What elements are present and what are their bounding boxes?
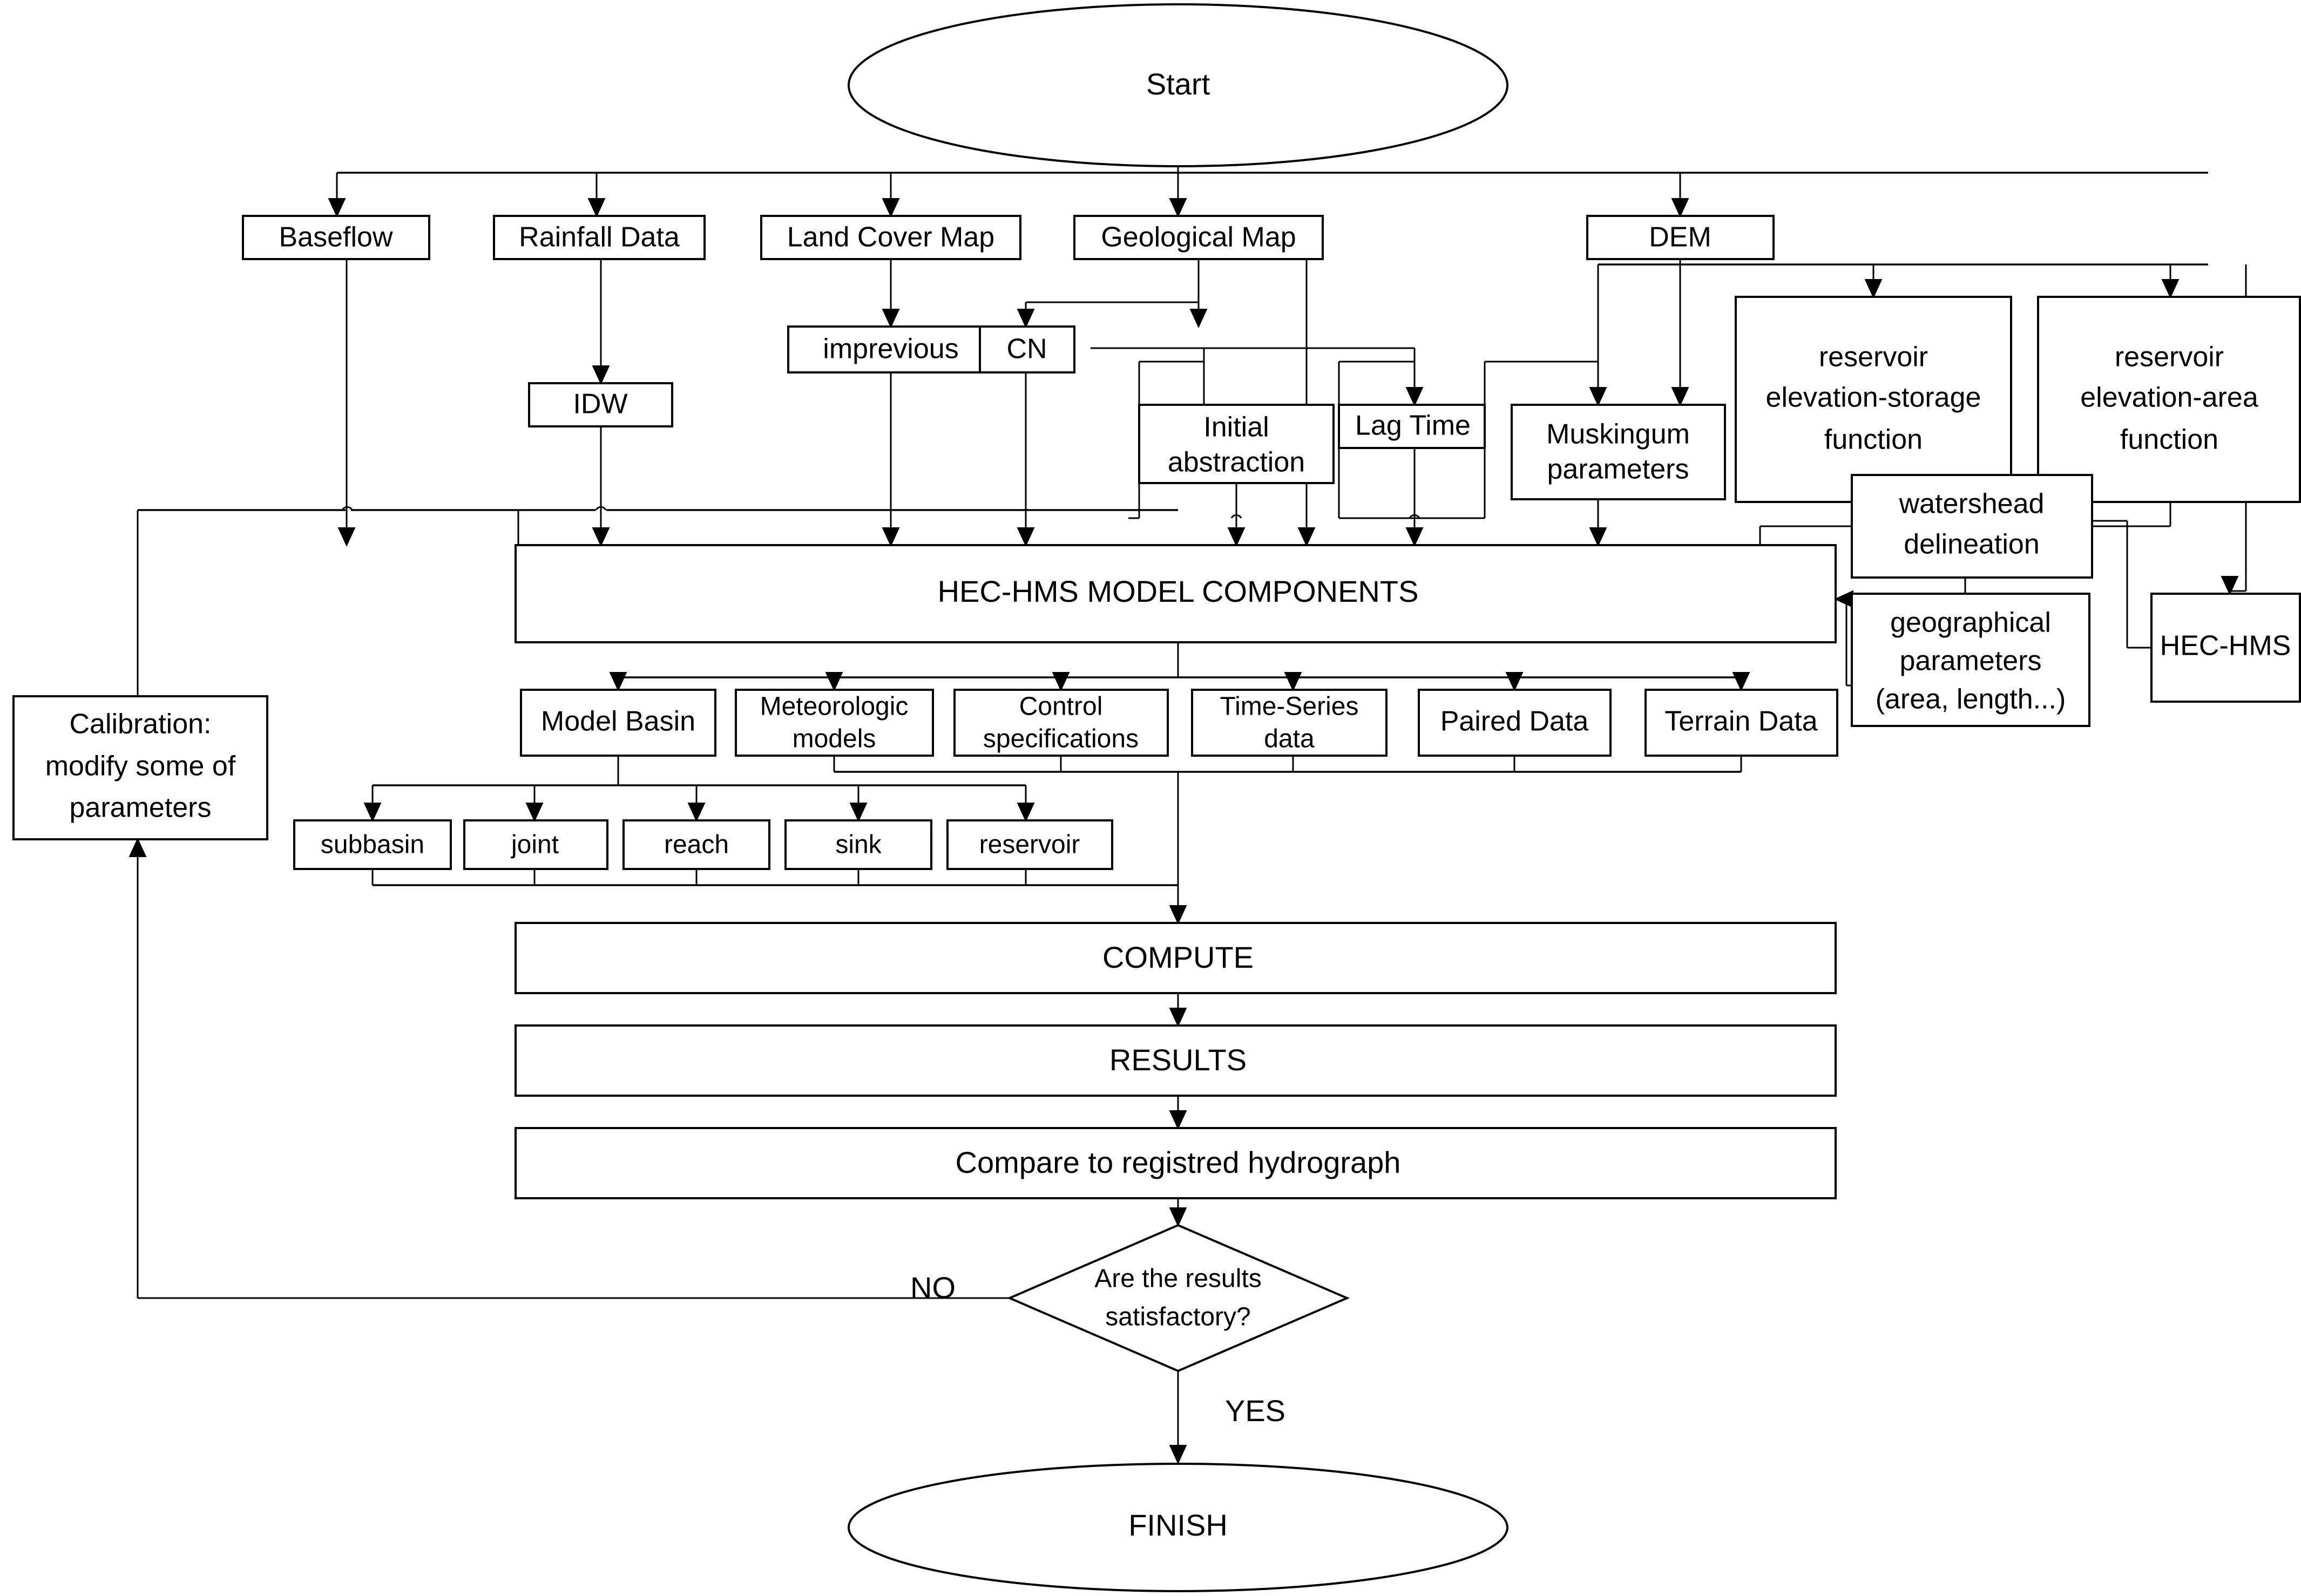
dem-label: DEM: [1649, 222, 1711, 253]
baseflow-label: Baseflow: [279, 222, 393, 253]
reservoir-elev-area-line1: reservoir: [2115, 342, 2224, 373]
decision-line1: Are the results: [1094, 1265, 1261, 1293]
muskingum-label-line1: Muskingum: [1546, 419, 1690, 450]
calibration-line2: modify some of: [45, 751, 236, 782]
time-series-data-line2: data: [1264, 725, 1315, 753]
node-compute: [515, 922, 1837, 994]
paired-data-label: Paired Data: [1440, 706, 1589, 737]
model-basin-label: Model Basin: [541, 706, 695, 737]
initial-abstraction-label-line2: abstraction: [1168, 447, 1305, 478]
node-compare-hydrograph: [515, 1127, 1837, 1199]
geographical-parameters-line2: parameters: [1900, 646, 2042, 677]
node-results: [515, 1024, 1837, 1097]
edge-label-no: NO: [910, 1271, 956, 1305]
node-initial-abstraction: [1138, 404, 1335, 484]
node-geological-map: [1073, 215, 1324, 260]
node-reservoir: [946, 819, 1113, 870]
reservoir-elev-area-line3: function: [2120, 424, 2218, 456]
reservoir-elev-storage-line2: elevation-storage: [1766, 382, 1981, 413]
node-calibration: [12, 695, 268, 840]
hec-hms-model-components-label: HEC-HMS MODEL COMPONENTS: [938, 574, 1419, 608]
rainfall-data-label: Rainfall Data: [519, 222, 680, 253]
joint-label: joint: [510, 831, 559, 859]
compare-hydrograph-label: Compare to registred hydrograph: [956, 1145, 1401, 1179]
lag-time-label: Lag Time: [1355, 410, 1471, 442]
initial-abstraction-label-line1: Initial: [1203, 412, 1269, 443]
node-idw: [528, 382, 673, 427]
node-dem: [1586, 215, 1775, 260]
reservoir-elev-area-line2: elevation-area: [2080, 382, 2258, 413]
hec-hms-label: HEC-HMS: [2160, 630, 2291, 662]
node-model-basin: [520, 689, 716, 757]
idw-label: IDW: [573, 389, 627, 420]
node-hec-hms: [2150, 593, 2301, 703]
node-muskingum-parameters: [1511, 404, 1726, 500]
node-meteorologic-models: [735, 689, 934, 757]
node-hec-hms-model-components: [515, 544, 1837, 643]
node-sink: [784, 819, 932, 870]
reservoir-elev-storage-line3: function: [1824, 424, 1923, 456]
start-node: [848, 3, 1508, 167]
node-rainfall-data: [493, 215, 706, 260]
node-cn: [979, 325, 1075, 373]
meteorologic-models-line2: models: [793, 725, 876, 753]
sink-label: sink: [835, 831, 882, 859]
terrain-data-label: Terrain Data: [1664, 706, 1817, 737]
node-land-cover-map: [760, 215, 1021, 260]
calibration-line3: parameters: [70, 792, 212, 824]
node-reservoir-elevation-storage-function: [1735, 296, 2012, 503]
finish-label: FINISH: [1128, 1508, 1228, 1542]
finish-node: [848, 1463, 1508, 1592]
time-series-data-line1: Time-Series: [1220, 692, 1359, 721]
compute-label: COMPUTE: [1102, 940, 1254, 974]
geographical-parameters-line3: (area, length...): [1876, 684, 2066, 715]
node-time-series-data: [1191, 689, 1388, 757]
start-label: Start: [1146, 67, 1210, 101]
cn-label: CN: [1006, 334, 1047, 365]
edge-label-yes: YES: [1225, 1394, 1285, 1428]
imprevious-label: imprevious: [823, 334, 958, 365]
muskingum-label-line2: parameters: [1547, 454, 1689, 485]
subbasin-label: subbasin: [321, 831, 424, 859]
reach-label: reach: [664, 831, 729, 859]
reservoir-label: reservoir: [979, 831, 1080, 859]
control-specifications-line2: specifications: [983, 725, 1139, 753]
results-label: RESULTS: [1109, 1043, 1247, 1077]
node-geographical-parameters: [1851, 593, 2090, 727]
node-watershead-delineation: [1851, 474, 2093, 579]
node-imprevious: [787, 325, 994, 373]
node-lag-time: [1338, 404, 1486, 449]
watershead-delineation-line2: delineation: [1904, 529, 2040, 560]
node-subbasin: [293, 819, 452, 870]
node-joint: [463, 819, 608, 870]
geographical-parameters-line1: geographical: [1890, 607, 2051, 639]
node-control-specifications: [953, 689, 1169, 757]
geological-map-label: Geological Map: [1101, 222, 1296, 253]
land-cover-map-label: Land Cover Map: [787, 222, 994, 253]
watershead-delineation-line1: watershead: [1899, 488, 2045, 520]
node-terrain-data: [1644, 689, 1838, 757]
node-reservoir-elevation-area-function: [2037, 296, 2301, 503]
node-baseflow: [242, 215, 430, 260]
node-reach: [622, 819, 770, 870]
calibration-line1: Calibration:: [69, 709, 211, 740]
decision-line2: satisfactory?: [1105, 1303, 1250, 1332]
node-paired-data: [1418, 689, 1612, 757]
meteorologic-models-line1: Meteorologic: [760, 692, 909, 721]
node-decision-results-satisfactory: [1006, 1224, 1350, 1373]
control-specifications-line1: Control: [1019, 692, 1103, 721]
reservoir-elev-storage-line1: reservoir: [1819, 342, 1928, 373]
